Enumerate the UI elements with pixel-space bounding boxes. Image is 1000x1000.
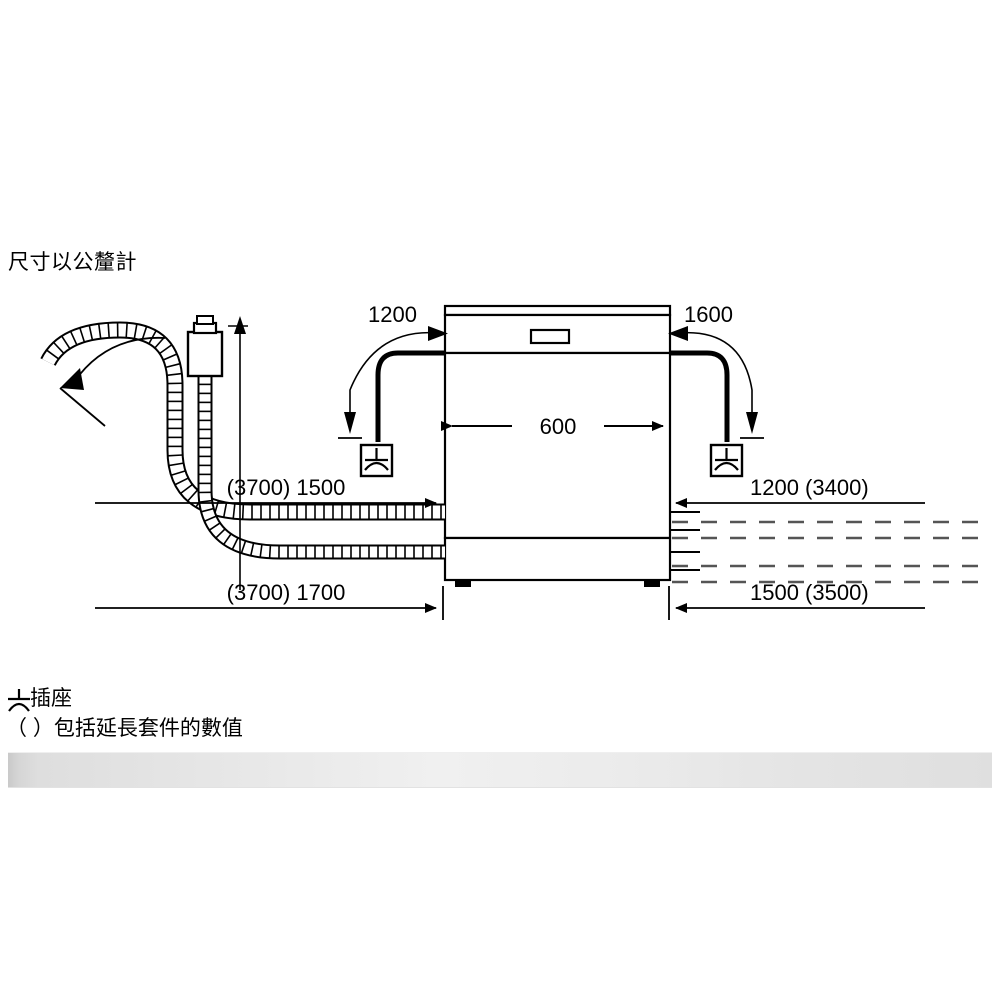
dimension-label-1200: 1200 [368, 302, 417, 327]
socket-right-cable [670, 350, 730, 442]
valve-height-arrow [228, 316, 248, 590]
dimension-label-3700-1700: (3700) 1700 [227, 580, 346, 605]
page-title: 尺寸以公釐計 [8, 251, 137, 274]
dimension-label-1600: 1600 [684, 302, 733, 327]
dimension-right-lower-hose: 1500 (3500) [668, 580, 925, 620]
technical-drawing: 600 [40, 302, 985, 620]
dimension-right-upper-hose: 1200 (3400) [675, 475, 925, 508]
socket-left-cable [375, 350, 445, 442]
legend-bracket-note: （ ）包括延長套件的數值 [6, 717, 243, 740]
drain-hose-end-leader [59, 336, 166, 427]
aquastop-valve [186, 315, 224, 378]
foot-right [644, 580, 660, 587]
foot-left [455, 580, 471, 587]
bottom-gradient-bar [8, 752, 992, 788]
hose-routing-dashed-right [672, 520, 985, 584]
hose-entry-right [670, 511, 700, 571]
dimension-appliance-width: 600 [441, 410, 664, 442]
dimension-left-socket-height: 1200 [338, 302, 448, 439]
socket-icon [8, 689, 30, 712]
dimension-label-1200-3400: 1200 (3400) [750, 475, 869, 500]
dimension-left-upper-hose: (3700) 1500 [95, 475, 437, 508]
socket-right [709, 443, 744, 478]
dimension-label-1500-3500: 1500 (3500) [750, 580, 869, 605]
dimension-left-lower-hose: (3700) 1700 [95, 580, 444, 620]
door-handle-recess [529, 328, 571, 345]
inlet-hose-corrugated [197, 365, 445, 560]
dimension-right-socket-height: 1600 [668, 302, 764, 439]
dimension-label-width: 600 [540, 414, 577, 439]
dishwasher-body [443, 304, 672, 587]
legend-socket-label: 插座 [30, 687, 72, 710]
socket-left [359, 443, 394, 478]
dimension-label-3700-1500: (3700) 1500 [227, 475, 346, 500]
